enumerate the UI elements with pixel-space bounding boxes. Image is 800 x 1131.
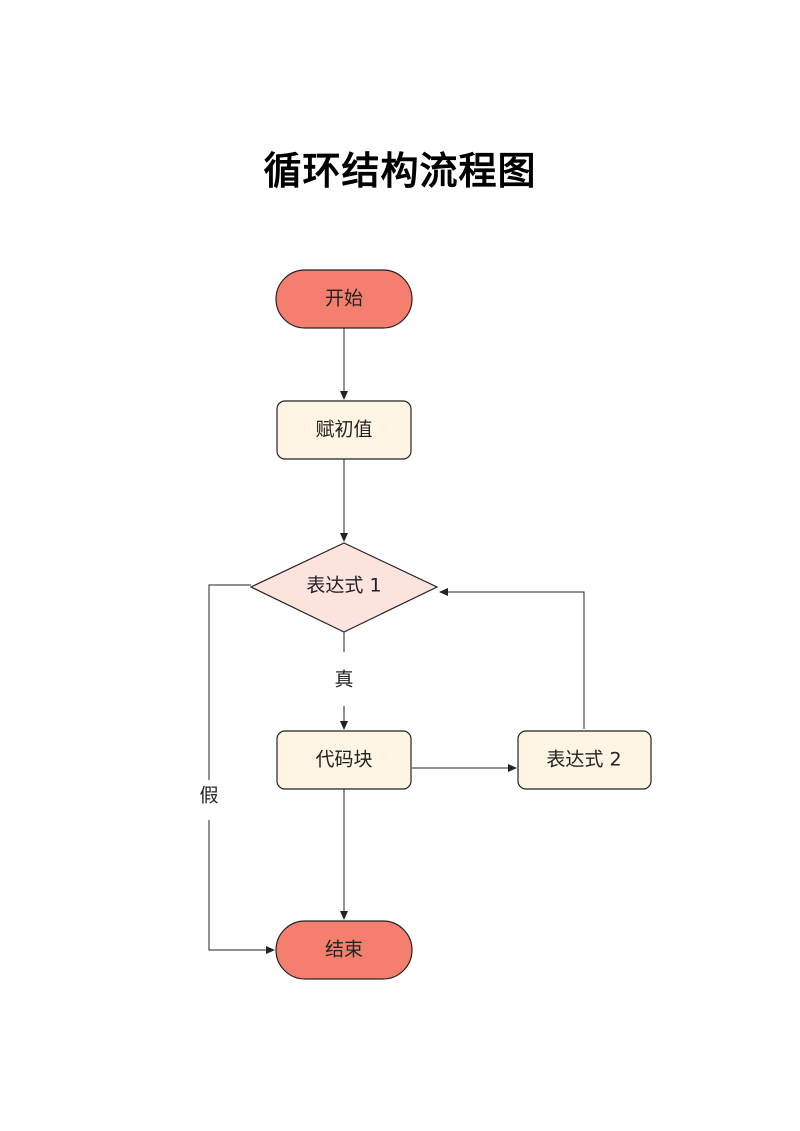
edge-expr2-to-condition: [439, 588, 585, 729]
init-label: 赋初值: [315, 419, 372, 441]
node-code-block: 代码块: [276, 730, 412, 790]
edge-condition-to-false-label: [208, 584, 251, 780]
init-process-shape: [276, 400, 412, 460]
condition-decision-shape: [249, 542, 439, 633]
start-label: 开始: [325, 288, 363, 310]
end-terminal-shape: [275, 920, 413, 980]
code-block-label: 代码块: [315, 749, 372, 771]
code-block-process-shape: [276, 730, 412, 790]
true-edge-label: 真: [334, 669, 353, 691]
false-edge-label: 假: [199, 785, 218, 807]
condition-label: 表达式 1: [306, 575, 381, 597]
end-label: 结束: [325, 939, 363, 961]
node-condition: 表达式 1: [249, 542, 439, 633]
expr2-process-shape: [517, 730, 652, 790]
node-init: 赋初值: [276, 400, 412, 460]
node-end: 结束: [275, 920, 413, 980]
start-terminal-shape: [275, 269, 413, 329]
edges: [208, 328, 585, 954]
node-expr2: 表达式 2: [517, 730, 652, 790]
node-start: 开始: [275, 269, 413, 329]
page-title: 循环结构流程图: [263, 149, 537, 193]
edge-false-label-to-end: [208, 820, 275, 954]
expr2-label: 表达式 2: [546, 749, 621, 771]
